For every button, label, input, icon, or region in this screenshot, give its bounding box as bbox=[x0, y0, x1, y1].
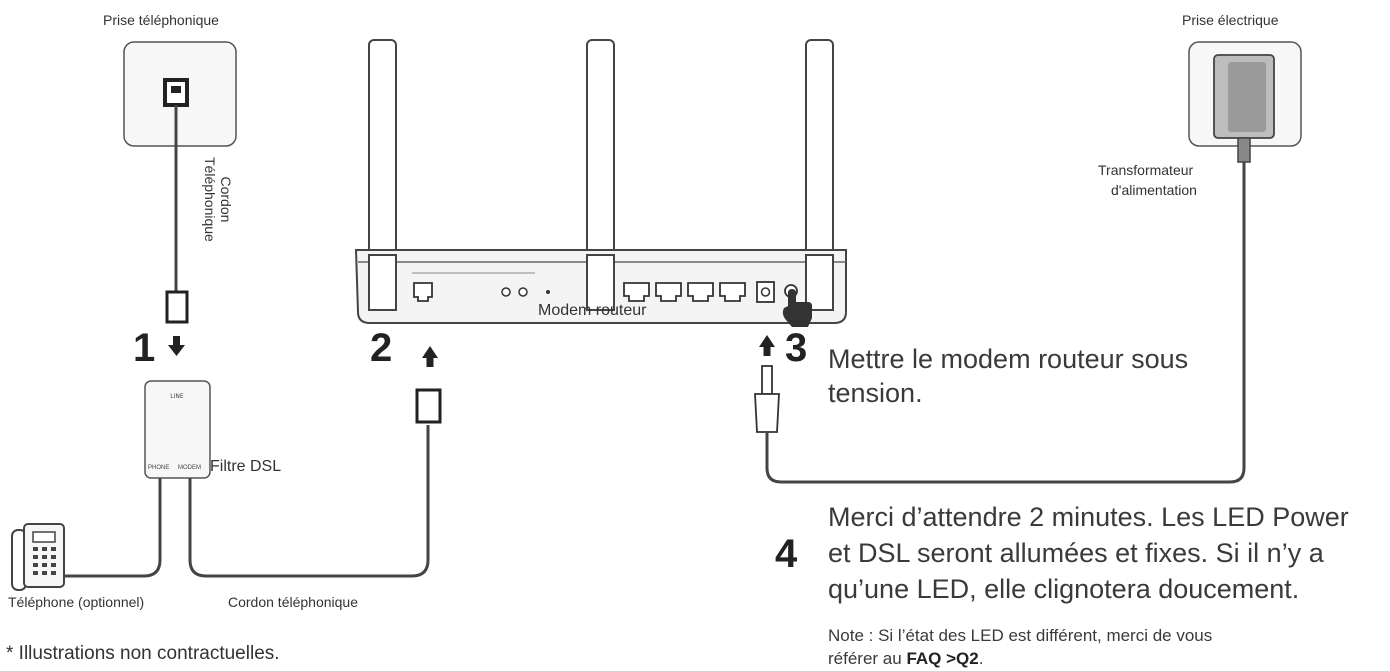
power-cable bbox=[765, 160, 1246, 484]
filter-to-router-cable bbox=[188, 425, 430, 578]
note-line1: Note : Si l’état des LED est différent, … bbox=[828, 626, 1213, 645]
note-line2: référer au FAQ >Q2. bbox=[828, 647, 983, 670]
phone-socket-label: Prise téléphonique bbox=[103, 12, 219, 28]
phone-cord-label: Cordon Téléphonique bbox=[202, 157, 234, 242]
filter-port-phone: PHONE bbox=[148, 465, 170, 471]
dsl-filter-label: Filtre DSL bbox=[210, 458, 282, 475]
power-adapter-icon bbox=[1188, 41, 1302, 163]
phone-jack-icon bbox=[123, 41, 237, 147]
plug-2-icon bbox=[415, 388, 442, 424]
note-line2-suffix: . bbox=[978, 649, 984, 668]
step-4-text-line1: Merci d’attendre 2 minutes. Les LED Powe… bbox=[828, 502, 1349, 532]
telephone-label: Téléphone (optionnel) bbox=[8, 594, 145, 610]
step-3-text-line1: Mettre le modem routeur sous bbox=[828, 344, 1189, 374]
dsl-filter-icon: LINE bbox=[144, 380, 211, 479]
svg-text:LINE: LINE bbox=[170, 393, 184, 400]
phone-cord-label-line1: Cordon bbox=[218, 176, 234, 223]
hand-pointer-icon bbox=[782, 289, 812, 327]
filter-port-modem: MODEM bbox=[178, 465, 201, 471]
telephone-icon bbox=[11, 523, 65, 591]
power-adapter-label-line1: Transformateur bbox=[1098, 162, 1194, 178]
plug-1-icon bbox=[165, 290, 189, 324]
power-plug-icon bbox=[754, 365, 780, 433]
step-3-text-line2: tension. bbox=[828, 378, 923, 408]
step-3-number: 3 bbox=[785, 326, 808, 370]
step-1-number: 1 bbox=[133, 326, 156, 370]
faq-reference: FAQ >Q2 bbox=[906, 649, 979, 668]
power-adapter-label-line2: d'alimentation bbox=[1111, 182, 1197, 198]
footnote: * Illustrations non contractuelles. bbox=[6, 643, 280, 664]
router-icon bbox=[354, 39, 847, 324]
arrow-down-icon bbox=[168, 336, 185, 356]
phone-cable-label: Cordon téléphonique bbox=[228, 594, 358, 610]
power-outlet-label: Prise électrique bbox=[1182, 12, 1279, 28]
step-4-text-line3: qu’une LED, elle clignotera doucement. bbox=[828, 574, 1300, 604]
filter-to-phone-cable bbox=[58, 478, 162, 578]
step-4-text-line2: et DSL seront allumées et fixes. Si il n… bbox=[828, 538, 1324, 568]
note-line2-prefix: référer au bbox=[828, 649, 907, 668]
router-label: Modem routeur bbox=[538, 302, 647, 319]
step-4-number: 4 bbox=[775, 532, 798, 576]
phone-cord-label-line2: Téléphonique bbox=[202, 157, 218, 242]
arrow-up-icon bbox=[422, 346, 438, 367]
arrow-up-icon bbox=[759, 335, 775, 356]
step-2-number: 2 bbox=[370, 326, 393, 370]
